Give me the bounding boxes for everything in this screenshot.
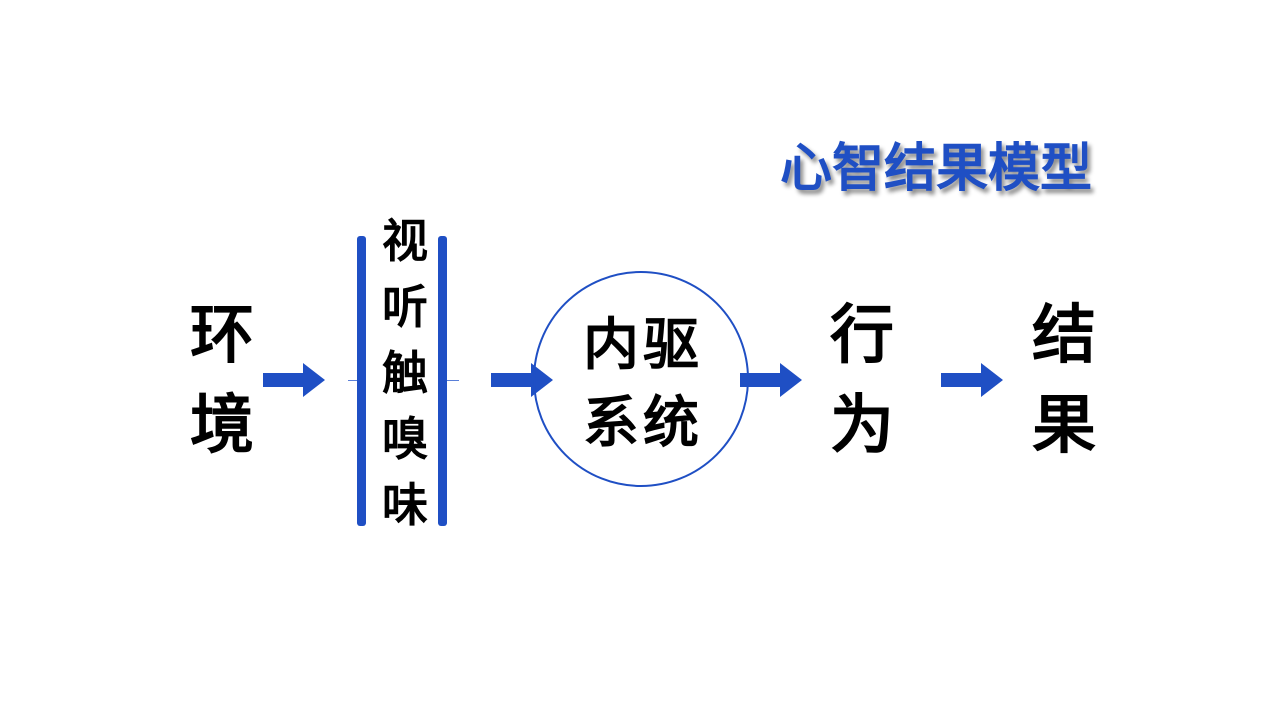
drive-system-line: 系统 [583,390,703,456]
node-environment-char: 境 [190,388,254,463]
node-behavior: 行 为 [820,291,904,471]
arrow-right-icon [263,363,325,397]
node-drive-system: 内驱 系统 [558,306,728,462]
bracket-right-bar [438,236,447,526]
sense-char: 听 [382,280,428,334]
node-result-char: 果 [1032,388,1096,463]
bracket-tick-left [348,380,357,381]
arrow-right-icon [941,363,1003,397]
arrow-right-icon [740,363,802,397]
node-result: 结 果 [1022,291,1106,471]
sense-char: 视 [382,214,428,268]
sense-char: 嗅 [382,412,428,466]
sense-char: 触 [382,346,428,400]
sense-char: 味 [382,478,428,532]
node-senses: 视 听 触 嗅 味 [372,208,438,538]
bracket-tick-right [447,380,459,381]
node-behavior-char: 行 [830,298,894,373]
node-behavior-char: 为 [830,388,894,463]
drive-system-line: 内驱 [583,312,703,378]
node-environment-char: 环 [190,298,254,373]
diagram-title: 心智结果模型 [780,139,1093,199]
node-environment: 环 境 [180,291,264,471]
bracket-left-bar [357,236,366,526]
node-result-char: 结 [1032,298,1096,373]
